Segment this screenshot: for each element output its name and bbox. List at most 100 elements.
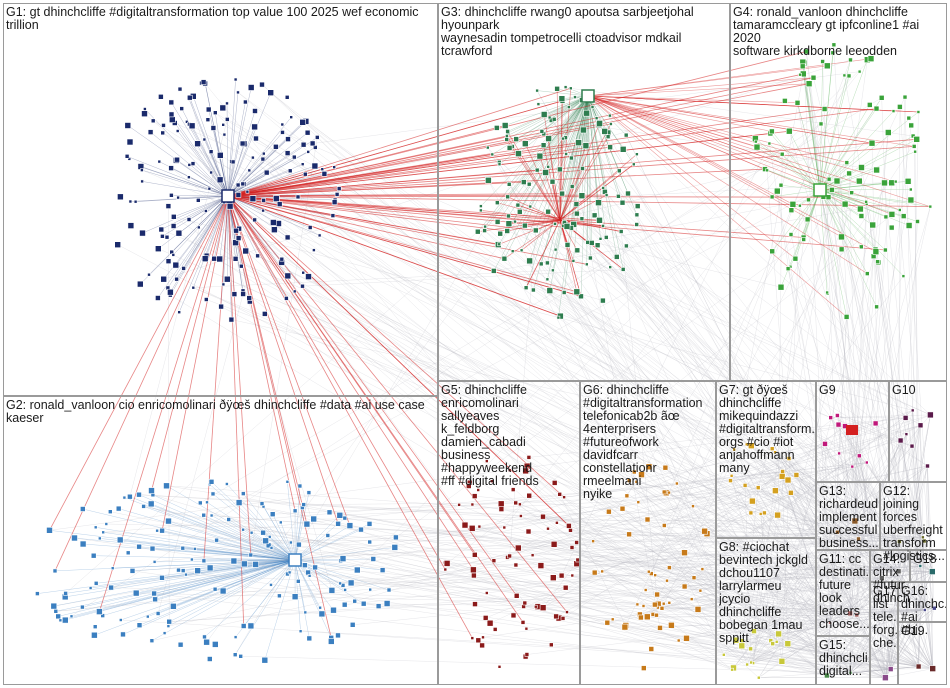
edge [141,169,853,467]
edge [755,138,821,191]
node [846,73,852,79]
node [61,616,69,624]
edge [49,417,906,531]
edge [587,95,868,274]
node [748,646,753,652]
edge [587,95,798,104]
node [300,141,307,148]
edge [178,195,229,198]
node [98,536,102,541]
group-label-g4: G4: ronald_vanloon dhinchcliffe tamaramc… [733,6,920,58]
node [774,511,781,519]
edge [890,541,900,670]
node [638,614,644,621]
node [769,128,775,135]
node [506,213,511,219]
edge [238,194,828,676]
node [916,110,921,114]
node [262,537,269,545]
node [558,572,565,579]
edge [819,189,900,211]
edge [764,168,821,191]
node [888,224,895,231]
node [225,482,229,486]
node [895,568,902,575]
node [929,665,937,672]
node [569,545,575,550]
node [616,168,622,174]
edge [626,135,886,678]
edge [235,117,550,655]
edge [203,559,296,562]
node [110,566,115,571]
node [157,159,162,164]
node [35,591,40,596]
edge [444,562,663,609]
node [152,596,158,603]
node [772,487,779,495]
node [888,179,896,187]
edge [227,195,600,221]
edge [837,532,900,542]
node [522,600,528,606]
node [841,200,849,208]
edge [241,266,857,616]
edge [813,77,924,538]
edge [665,467,857,616]
node [461,521,469,529]
edge [920,565,933,669]
node [504,228,511,234]
node [751,628,757,634]
edge [132,559,296,572]
edge [545,172,925,611]
edge [264,559,296,661]
edge [344,517,925,611]
node [904,432,909,437]
node [243,99,248,105]
edge [686,609,925,639]
edge [523,182,752,663]
node [906,115,912,121]
node [214,537,219,543]
node [526,257,533,265]
node [756,675,761,680]
node [366,521,373,527]
node [235,499,243,506]
node [762,510,767,516]
hub-node [288,553,302,567]
edge [302,286,670,603]
edge [227,92,271,197]
edge [571,547,921,567]
node [513,592,520,599]
edge [203,195,229,561]
edge [837,532,925,611]
node [224,275,231,283]
edge [858,538,899,572]
edge [154,559,296,594]
edge [852,466,899,572]
node [788,489,794,496]
edge [750,512,886,678]
node [101,530,105,535]
node [490,152,495,157]
edge [295,538,859,597]
edge [795,258,906,419]
node [104,522,109,526]
edge [587,95,772,132]
node [306,635,313,642]
edge [547,95,589,263]
node [875,259,880,265]
edge [541,263,919,667]
edge [676,483,891,670]
edge [769,143,821,191]
group-label-g8: G8: #ciochat bevintech jckgld dchou1107 … [719,541,808,645]
node [240,623,247,629]
edge [518,547,670,603]
edge [819,189,847,317]
node [547,115,552,120]
node [161,123,166,128]
node [239,140,246,147]
node [513,562,519,568]
edge [751,424,839,663]
node [915,219,920,224]
